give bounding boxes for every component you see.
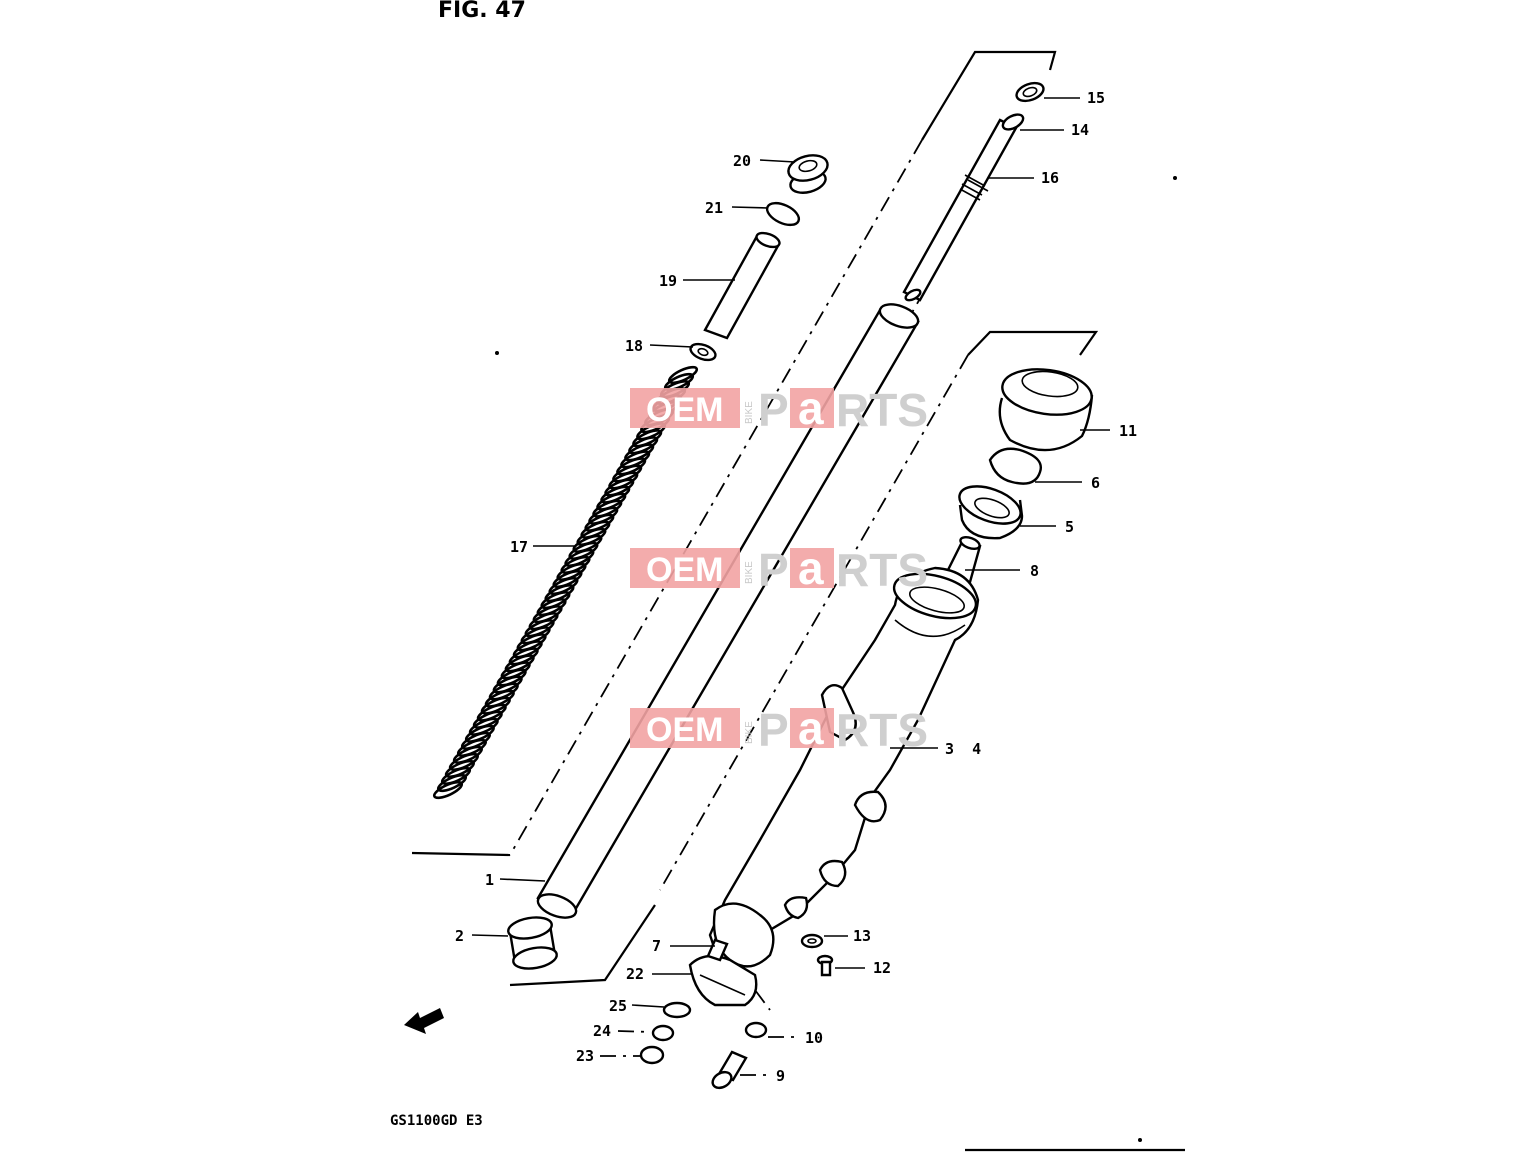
watermark-a-box: [790, 388, 834, 428]
front-arrow-icon: [404, 1008, 444, 1034]
speck: [495, 351, 499, 355]
callout-20: 20: [733, 152, 751, 170]
watermark-bike-text: BIKE: [744, 561, 755, 584]
callout-17: 17: [510, 538, 528, 556]
callout-18: 18: [625, 337, 643, 355]
callout-21: 21: [705, 199, 723, 217]
o-ring: [765, 201, 801, 227]
callout-7: 7: [652, 937, 661, 955]
watermark-a-text: a: [798, 542, 824, 594]
watermark-bike-text: BIKE: [744, 401, 755, 424]
watermark-a-text: a: [798, 702, 824, 754]
watermark-oem-text: OEM: [646, 391, 723, 429]
callout-8: 8: [1030, 562, 1039, 580]
callout-14: 14: [1071, 121, 1089, 139]
cap-bolt: [787, 154, 829, 194]
leader-lines: [471, 97, 1110, 1076]
bolt-9: [711, 1050, 748, 1090]
watermark-a-text: a: [798, 382, 824, 434]
model-code: GS1100GD E3: [390, 1113, 483, 1129]
dust-seal: [998, 368, 1094, 452]
watermark-p-text: P: [758, 704, 789, 756]
callout-16: 16: [1041, 169, 1059, 187]
watermark-oem-text: OEM: [646, 711, 723, 749]
callout-13: 13: [853, 927, 871, 945]
inner-fork-tube: [536, 303, 920, 919]
watermark-p-text: P: [758, 544, 789, 596]
nut-24: [651, 1024, 675, 1042]
watermark-a-box: [790, 708, 834, 748]
watermark-bike-text: BIKE: [744, 721, 755, 744]
stud-bolt: [706, 938, 729, 962]
watermark-oem-box: [630, 708, 740, 748]
spring-seat-washer: [689, 342, 717, 362]
callout-3-4: 3 4: [945, 740, 981, 758]
washer-13: [800, 933, 824, 949]
callout-25: 25: [609, 997, 627, 1015]
callout-23: 23: [576, 1047, 594, 1065]
callout-1: 1: [485, 871, 494, 889]
callout-2: 2: [455, 927, 464, 945]
watermark-p-text: P: [758, 384, 789, 436]
watermark-oem-box: [630, 548, 740, 588]
callout-22: 22: [626, 965, 644, 983]
watermark-a-box: [790, 548, 834, 588]
spring-coil: [432, 780, 464, 800]
callout-19: 19: [659, 272, 677, 290]
callout-24: 24: [593, 1022, 611, 1040]
callout-12: 12: [873, 959, 891, 977]
damper-rod: [902, 81, 1045, 302]
watermark-oem-box: [630, 388, 740, 428]
callout-11: 11: [1119, 422, 1137, 440]
callout-6: 6: [1091, 474, 1100, 492]
callout-9: 9: [776, 1067, 785, 1085]
screw-12: [816, 954, 834, 977]
watermark-rts-text: RTS: [836, 544, 928, 596]
speck: [1138, 1138, 1142, 1142]
speck: [1173, 176, 1177, 180]
washer-10: [744, 1021, 768, 1039]
callout-10: 10: [805, 1029, 823, 1047]
stopper-ring: [988, 447, 1042, 485]
outer-fork-tube: [708, 566, 980, 968]
watermark-rts-text: RTS: [836, 704, 928, 756]
oil-seal: [958, 485, 1024, 540]
watermark-rts-text: RTS: [836, 384, 928, 436]
nut-23: [639, 1045, 665, 1065]
watermark-oem-text: OEM: [646, 551, 723, 589]
washer-25: [662, 1001, 692, 1019]
callout-15: 15: [1087, 89, 1105, 107]
callout-5: 5: [1065, 518, 1074, 536]
figure-title: FIG. 47: [438, 0, 526, 23]
slide-bushing: [507, 916, 558, 970]
spacer-tube: [703, 231, 781, 340]
